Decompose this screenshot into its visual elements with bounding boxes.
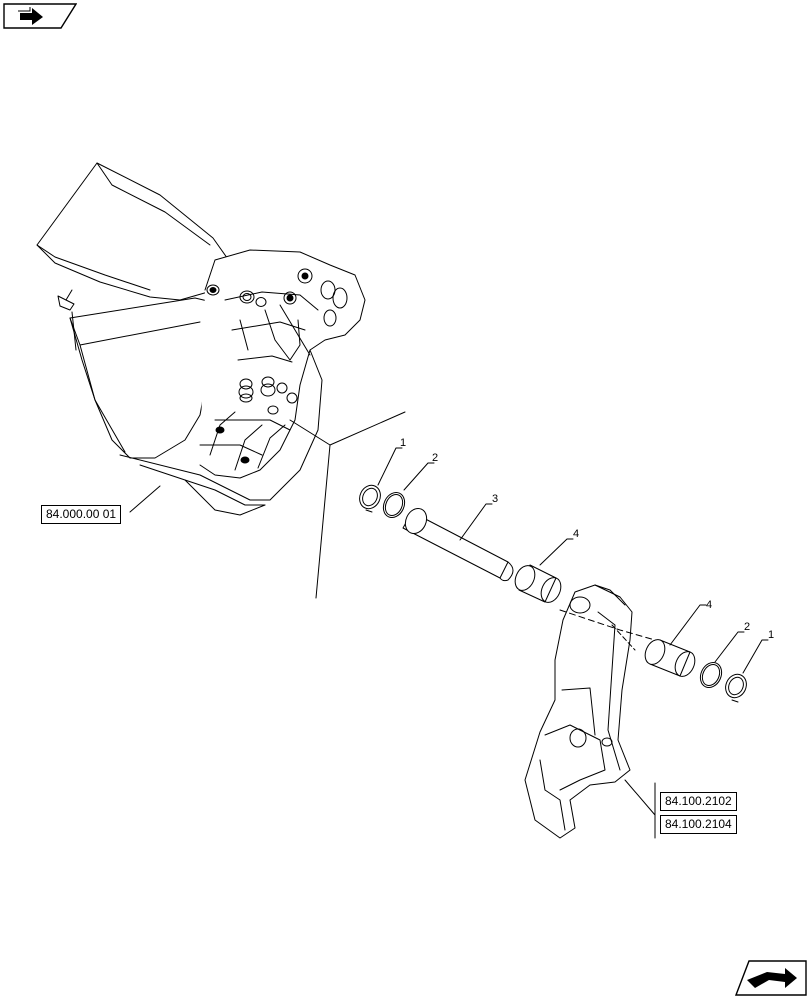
coupler-arm — [524, 584, 656, 839]
snap-ring-left — [359, 484, 381, 513]
washer-right — [699, 661, 723, 689]
callout-3: 3 — [492, 493, 498, 505]
callout-1-left: 1 — [400, 437, 406, 449]
prev-page-arrow-icon[interactable] — [3, 3, 78, 29]
washer-left — [382, 491, 406, 519]
bucket-ref-leader — [129, 485, 161, 513]
ref-bucket-link[interactable]: 84.000.00 01 — [41, 505, 122, 524]
bushing-left — [514, 564, 562, 603]
callout-2-right: 2 — [744, 621, 750, 633]
bucket-assembly — [36, 162, 366, 516]
ref-arm-link-2[interactable]: 84.100.2104 — [660, 815, 737, 834]
pin — [402, 507, 514, 582]
bushing-right — [644, 639, 696, 677]
next-page-arrow-icon[interactable] — [734, 960, 807, 996]
callout-1-right: 1 — [768, 629, 774, 641]
callout-4-left: 4 — [573, 528, 579, 540]
callout-2-left: 2 — [432, 452, 438, 464]
ref-arm-link-1[interactable]: 84.100.2102 — [660, 792, 737, 811]
callout-4-right: 4 — [706, 599, 712, 611]
snap-ring-right — [725, 673, 747, 703]
